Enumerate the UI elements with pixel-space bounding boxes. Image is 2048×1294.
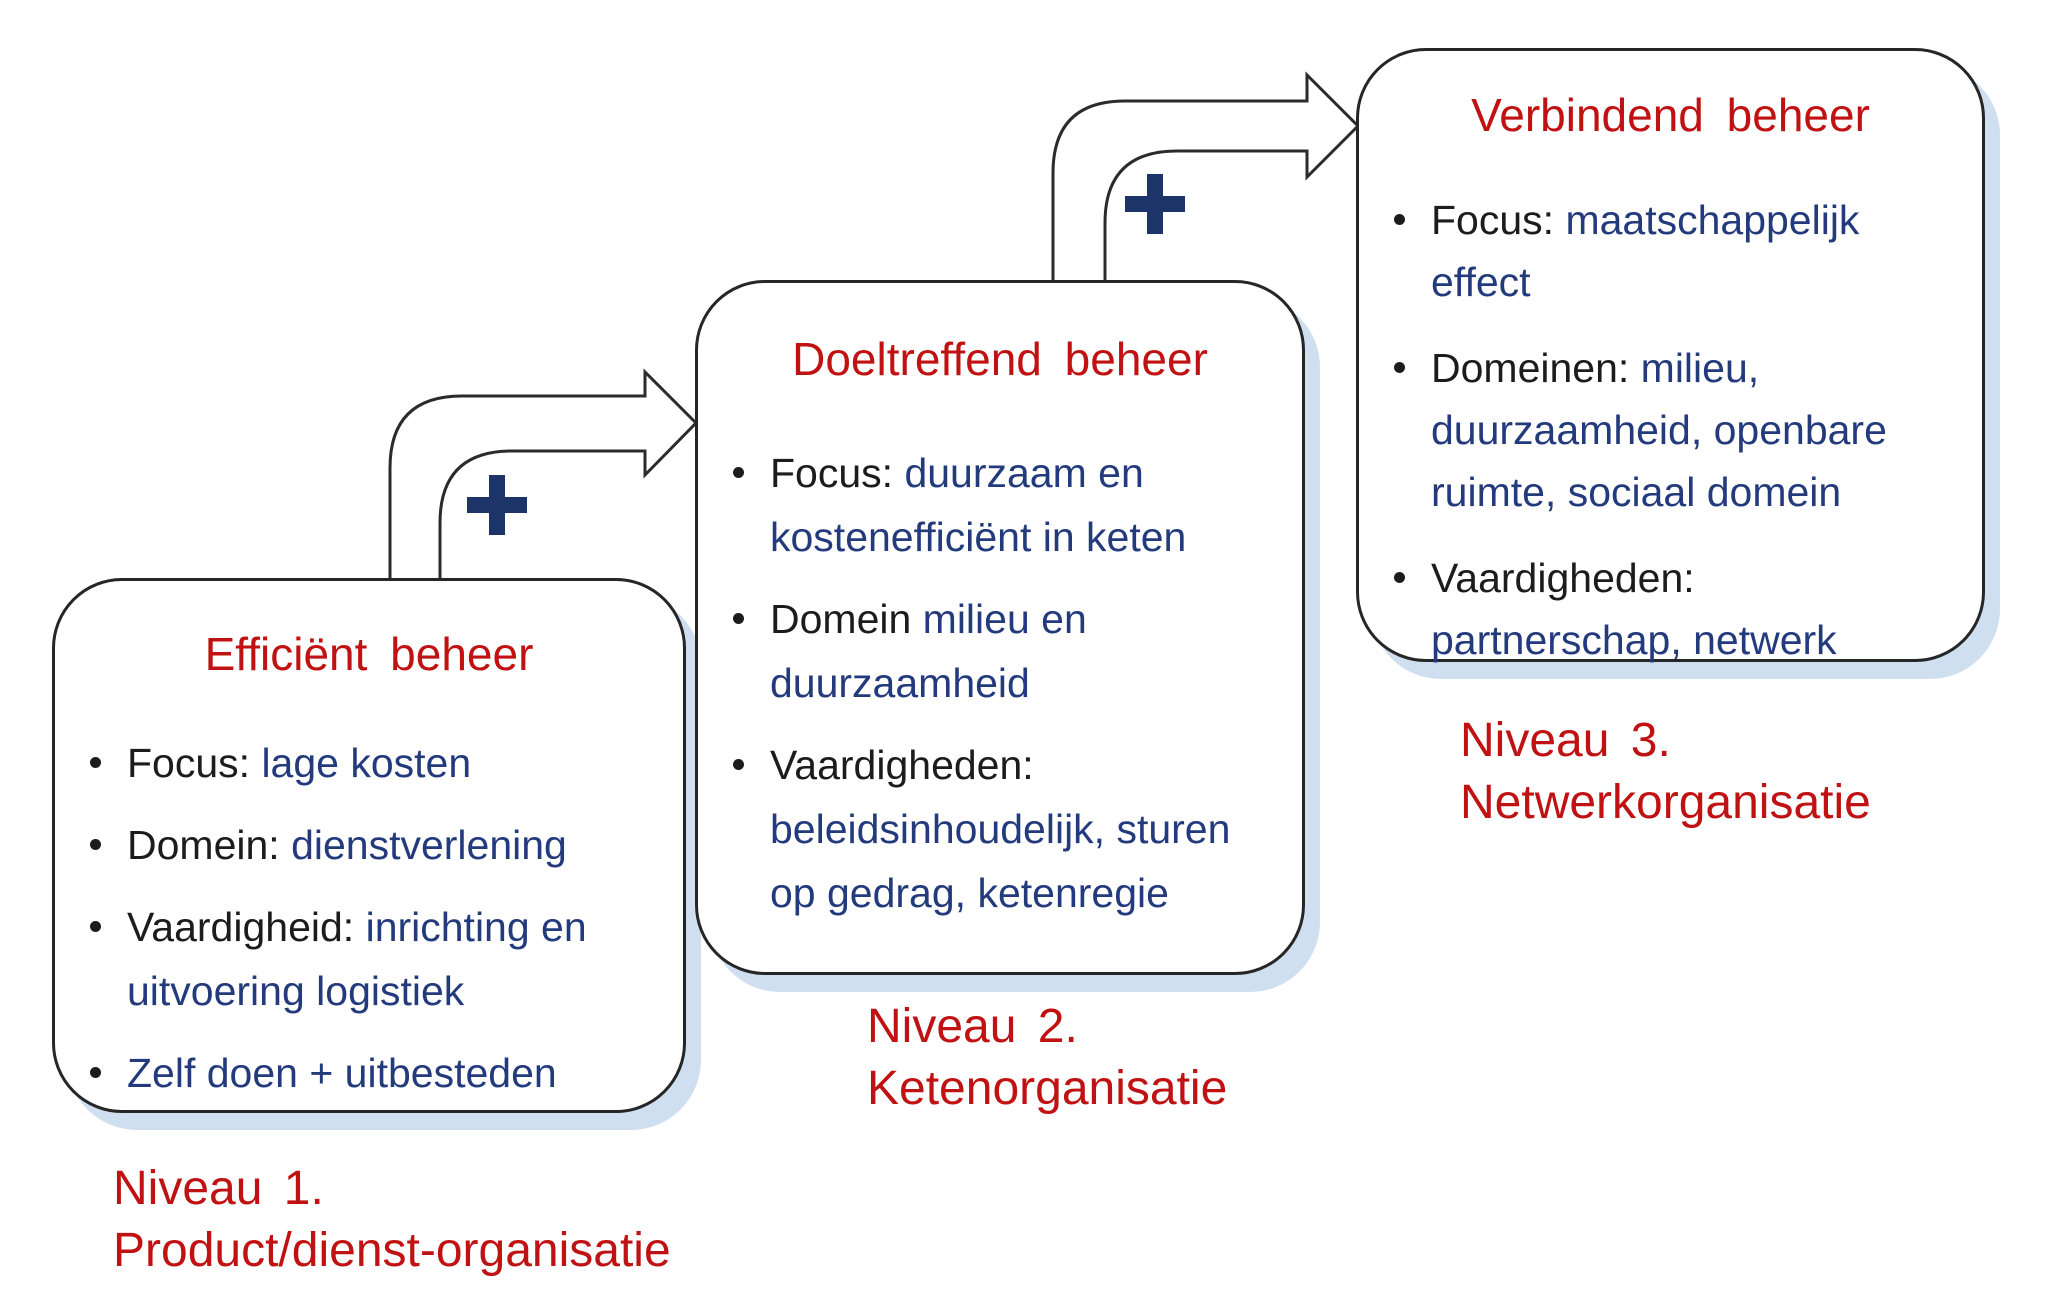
bullet-text-segment: Vaardigheden: (1431, 555, 1695, 601)
plus-icon (467, 475, 527, 535)
bullet-text-segment: Focus: (770, 450, 894, 496)
bullet-item: Focus: maatschappelijk effect (1394, 189, 1968, 313)
box-title: Doeltreffend beheer (792, 333, 1208, 385)
bullet-item: Domeinen: milieu, duurzaamheid, openbare… (1394, 337, 1968, 523)
bullet-text-segment: Domeinen: (1431, 345, 1630, 391)
bullet-text-segment: Vaardigheid: (127, 904, 355, 950)
bullet-text-segment: duurzaam en kostenefficiënt in keten (770, 450, 1187, 560)
box-title: Efficiënt beheer (204, 628, 534, 680)
bullet-item: Domein: dienstverlening (90, 813, 669, 877)
arrow-up-right-icon (388, 368, 699, 590)
bullet-item: Zelf doen + uitbesteden (90, 1041, 669, 1105)
bullet-text-segment: Focus: (1431, 197, 1555, 243)
bullet-text-segment: Vaardigheden: (770, 742, 1034, 788)
bullet-item: Vaardigheden: beleidsinhoudelijk, sturen… (733, 733, 1288, 925)
bullet-item: Vaardigheid: inrichting en uitvoering lo… (90, 895, 669, 1023)
bullet-text-segment: Domein (770, 596, 912, 642)
bullet-text-segment: milieu en duurzaamheid (770, 596, 1087, 706)
bullet-item: Focus: duurzaam en kostenefficiënt in ke… (733, 441, 1288, 569)
bullet-text-segment: partnerschap, netwerk (1431, 617, 1837, 663)
bullet-text-segment: Zelf doen + uitbesteden (127, 1050, 557, 1096)
level-2-caption: Niveau 2. Ketenorganisatie (867, 1000, 1228, 1115)
bullet-text-segment: lage kosten (250, 740, 472, 786)
bullet-text-segment: milieu, duurzaamheid, openbare ruimte, s… (1431, 345, 1887, 515)
level-3-box: Verbindend beheer Focus: maatschappelijk… (1356, 48, 1985, 663)
bullet-item: Focus: lage kosten (90, 731, 669, 795)
bullet-text-segment: Domein: (127, 822, 280, 868)
bullet-item: Domein milieu en duurzaamheid (733, 587, 1288, 715)
bullet-text-segment: beleidsinhoudelijk, sturen op gedrag, ke… (770, 806, 1231, 916)
bullet-text-segment: inrichting en uitvoering logistiek (127, 904, 587, 1014)
bullet-text-segment: Focus: (127, 740, 251, 786)
bullet-text-segment: dienstverlening (279, 822, 567, 868)
level-1-caption: Niveau 1. Product/dienst-organisatie (113, 1162, 671, 1277)
box-title: Verbindend beheer (1471, 89, 1870, 141)
bullet-list: Focus: duurzaam en kostenefficiënt in ke… (733, 441, 1288, 943)
arrow-up-right-icon (1051, 71, 1361, 287)
plus-icon (1125, 174, 1185, 234)
level-2-box: Doeltreffend beheer Focus: duurzaam en k… (695, 280, 1305, 975)
bullet-item: Vaardigheden: partnerschap, netwerk (1394, 547, 1968, 671)
level-3-caption: Niveau 3. Netwerkorganisatie (1460, 714, 1871, 829)
bullet-text-segment: maatschappelijk effect (1431, 197, 1860, 305)
